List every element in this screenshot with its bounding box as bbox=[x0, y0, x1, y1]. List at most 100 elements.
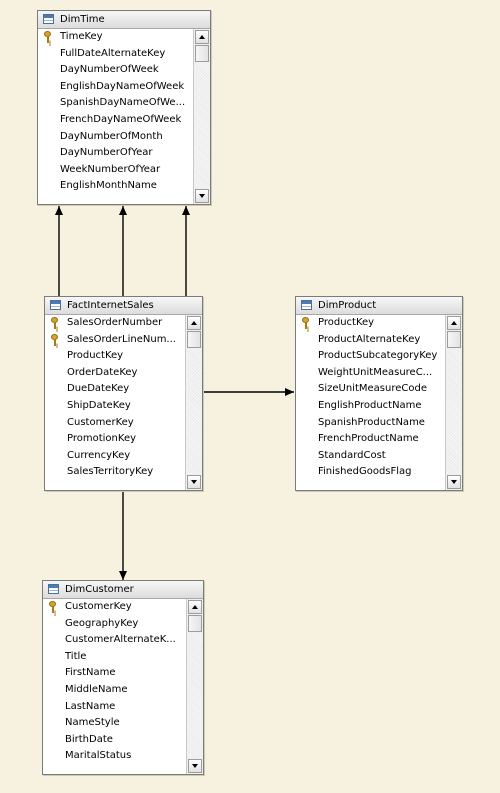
primary-key-icon bbox=[48, 601, 57, 613]
primary-key-icon bbox=[50, 317, 59, 329]
scroll-down-arrow-icon[interactable] bbox=[447, 475, 461, 489]
table-icon bbox=[50, 300, 61, 310]
scroll-up-arrow-icon[interactable] bbox=[195, 30, 209, 44]
primary-key-column[interactable]: SalesOrderLineNum... bbox=[45, 332, 185, 349]
column-row[interactable]: SpanishProductName bbox=[296, 415, 445, 432]
vertical-scrollbar[interactable] bbox=[445, 315, 462, 490]
column-name: CustomerAlternateK... bbox=[65, 634, 176, 646]
column-name: CustomerKey bbox=[67, 416, 134, 428]
column-name: ProductKey bbox=[67, 350, 124, 362]
column-name: WeekNumberOfYear bbox=[60, 163, 161, 175]
scroll-thumb[interactable] bbox=[187, 331, 201, 348]
column-row[interactable]: CurrencyKey bbox=[45, 448, 185, 465]
column-name: ProductSubcategoryKey bbox=[318, 350, 438, 362]
vertical-scrollbar[interactable] bbox=[193, 29, 210, 204]
column-name: SalesOrderNumber bbox=[67, 317, 163, 328]
column-row[interactable]: PromotionKey bbox=[45, 431, 185, 448]
column-name: CurrencyKey bbox=[67, 449, 131, 461]
column-name: FrenchDayNameOfWeek bbox=[60, 113, 182, 125]
scroll-down-arrow-icon[interactable] bbox=[188, 759, 202, 773]
column-row[interactable]: OrderDateKey bbox=[45, 365, 185, 382]
column-row[interactable]: MiddleName bbox=[43, 682, 186, 699]
column-row[interactable]: ProductKey bbox=[45, 348, 185, 365]
primary-key-column[interactable]: ProductKey bbox=[296, 315, 445, 332]
column-row[interactable]: FrenchProductName bbox=[296, 431, 445, 448]
table-title-bar[interactable]: DimProduct bbox=[296, 297, 462, 315]
column-row[interactable]: Title bbox=[43, 649, 186, 666]
table-icon bbox=[48, 584, 59, 594]
scroll-up-arrow-icon[interactable] bbox=[187, 316, 201, 330]
primary-key-column[interactable]: CustomerKey bbox=[43, 599, 186, 616]
column-row[interactable]: ShipDateKey bbox=[45, 398, 185, 415]
table-title-bar[interactable]: DimTime bbox=[38, 11, 210, 29]
column-name: FinishedGoodsFlag bbox=[318, 466, 412, 478]
column-name: LastName bbox=[65, 700, 116, 712]
column-name: Title bbox=[65, 650, 87, 662]
column-row[interactable]: CustomerAlternateK... bbox=[43, 632, 186, 649]
column-row[interactable]: WeekNumberOfYear bbox=[38, 162, 193, 179]
column-name: ProductKey bbox=[318, 317, 375, 328]
column-row[interactable]: EnglishMonthName bbox=[38, 178, 193, 195]
scroll-up-arrow-icon[interactable] bbox=[188, 600, 202, 614]
primary-key-icon bbox=[43, 31, 52, 43]
column-row[interactable]: DueDateKey bbox=[45, 381, 185, 398]
column-row[interactable]: FrenchDayNameOfWeek bbox=[38, 112, 193, 129]
column-row[interactable]: BirthDate bbox=[43, 732, 186, 749]
column-row[interactable]: DayNumberOfWeek bbox=[38, 62, 193, 79]
column-row[interactable]: SpanishDayNameOfWe... bbox=[38, 95, 193, 112]
column-name: BirthDate bbox=[65, 733, 113, 745]
column-row[interactable]: DayNumberOfYear bbox=[38, 145, 193, 162]
column-row[interactable]: LastName bbox=[43, 699, 186, 716]
column-row[interactable]: FirstName bbox=[43, 665, 186, 682]
column-row[interactable]: ProductAlternateKey bbox=[296, 332, 445, 349]
column-name: FrenchProductName bbox=[318, 433, 419, 445]
column-name: SalesOrderLineNum... bbox=[67, 333, 176, 345]
column-row[interactable]: MaritalStatus bbox=[43, 748, 186, 765]
vertical-scrollbar[interactable] bbox=[186, 599, 203, 774]
primary-key-column[interactable]: SalesOrderNumber bbox=[45, 315, 185, 332]
column-row[interactable]: EnglishProductName bbox=[296, 398, 445, 415]
table-title-bar[interactable]: DimCustomer bbox=[43, 581, 203, 599]
column-name: OrderDateKey bbox=[67, 366, 138, 378]
column-row[interactable]: SalesTerritoryKey bbox=[45, 464, 185, 481]
column-name: FirstName bbox=[65, 667, 116, 679]
column-row[interactable]: StandardCost bbox=[296, 448, 445, 465]
column-row[interactable]: CustomerKey bbox=[45, 415, 185, 432]
column-row[interactable]: NameStyle bbox=[43, 715, 186, 732]
column-name: SpanishProductName bbox=[318, 416, 425, 428]
scroll-thumb[interactable] bbox=[188, 615, 202, 632]
column-name: DayNumberOfWeek bbox=[60, 64, 159, 76]
column-row[interactable]: SizeUnitMeasureCode bbox=[296, 381, 445, 398]
column-row[interactable]: WeightUnitMeasureC... bbox=[296, 365, 445, 382]
column-name: FullDateAlternateKey bbox=[60, 47, 166, 59]
scroll-thumb[interactable] bbox=[195, 45, 209, 62]
column-name: GeographyKey bbox=[65, 617, 139, 629]
column-name: EnglishMonthName bbox=[60, 180, 157, 192]
primary-key-column[interactable]: TimeKey bbox=[38, 29, 193, 46]
column-name: EnglishProductName bbox=[318, 399, 422, 411]
column-row[interactable]: DayNumberOfMonth bbox=[38, 129, 193, 146]
column-name: SalesTerritoryKey bbox=[67, 466, 154, 478]
vertical-scrollbar[interactable] bbox=[185, 315, 202, 490]
column-row[interactable]: FinishedGoodsFlag bbox=[296, 464, 445, 481]
column-name: DayNumberOfYear bbox=[60, 147, 153, 159]
column-name: TimeKey bbox=[60, 31, 103, 42]
column-row[interactable]: GeographyKey bbox=[43, 616, 186, 633]
scroll-thumb[interactable] bbox=[447, 331, 461, 348]
column-row[interactable]: ProductSubcategoryKey bbox=[296, 348, 445, 365]
scroll-up-arrow-icon[interactable] bbox=[447, 316, 461, 330]
table-title: DimProduct bbox=[318, 300, 377, 311]
scroll-down-arrow-icon[interactable] bbox=[187, 475, 201, 489]
column-row[interactable]: EnglishDayNameOfWeek bbox=[38, 79, 193, 96]
table-title: DimTime bbox=[60, 14, 105, 25]
table-title-bar[interactable]: FactInternetSales bbox=[45, 297, 202, 315]
column-row[interactable]: FullDateAlternateKey bbox=[38, 46, 193, 63]
scroll-down-arrow-icon[interactable] bbox=[195, 189, 209, 203]
column-name: PromotionKey bbox=[67, 433, 137, 445]
